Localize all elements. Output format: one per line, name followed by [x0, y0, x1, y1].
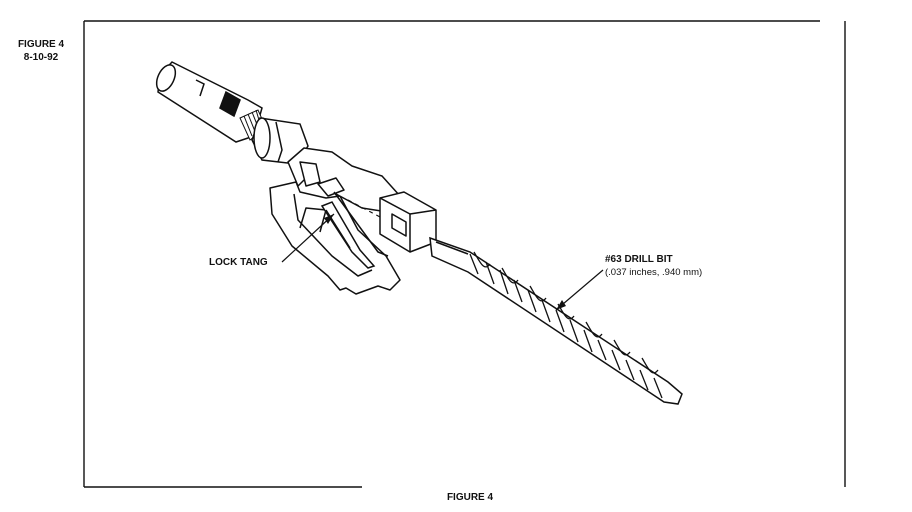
figure-header: FIGURE 4 8-10-92	[6, 38, 76, 64]
drill-bit-label: #63 DRILL BIT	[605, 254, 673, 265]
drill-bit-size-label: (.037 inches, .940 mm)	[605, 267, 703, 278]
diagram-frame	[83, 20, 846, 488]
hidden-edge	[347, 199, 383, 219]
figure-number: FIGURE 4	[17, 39, 65, 50]
figure-caption: FIGURE 4	[446, 492, 494, 503]
lock-tang-label: LOCK TANG	[209, 257, 268, 268]
figure-date: 8-10-92	[23, 52, 59, 63]
terminal-body	[269, 147, 437, 295]
leader-arrows	[324, 214, 566, 310]
drill-bit-flutes	[469, 251, 663, 399]
